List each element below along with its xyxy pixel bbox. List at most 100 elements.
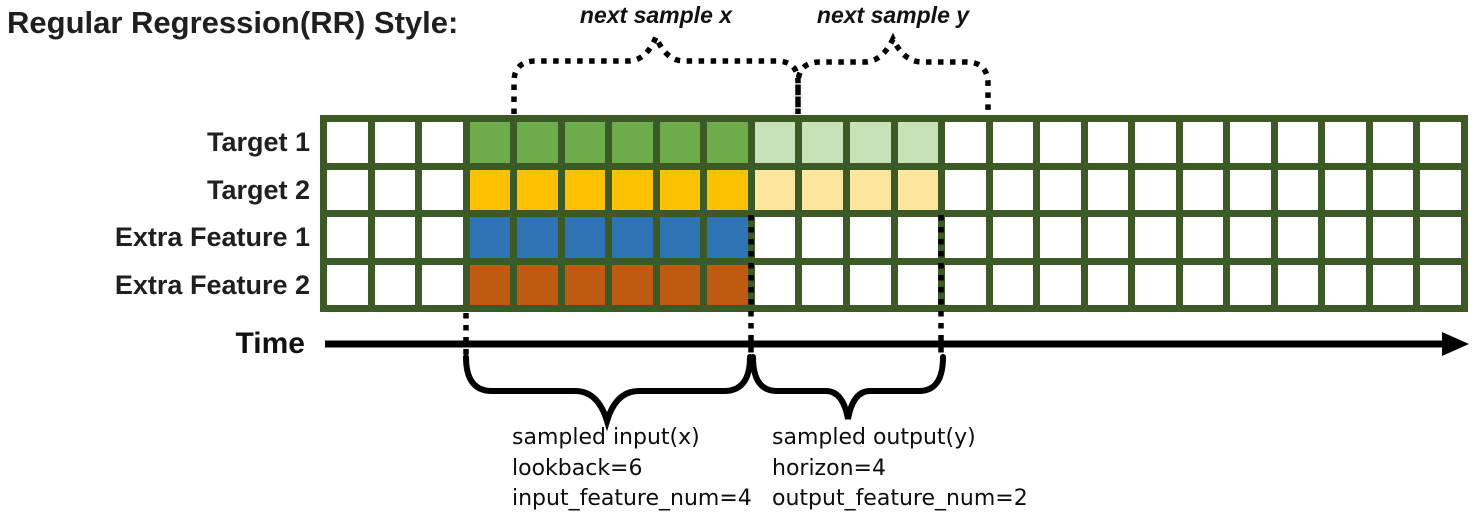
grid-cell — [802, 169, 843, 210]
grid-cell — [754, 264, 796, 305]
grid-cell — [1277, 122, 1319, 163]
grid-cell — [327, 169, 368, 210]
grid-cell — [1135, 169, 1176, 210]
grid-cell — [897, 264, 939, 305]
grid-cell — [659, 217, 701, 258]
grid-cell — [1040, 217, 1081, 258]
next-sample-x-brace — [511, 29, 801, 114]
grid-cell — [897, 169, 939, 210]
grid-cell — [1040, 264, 1081, 305]
grid-cell — [1325, 169, 1366, 210]
grid-cell — [1135, 122, 1176, 163]
grid-cell — [1420, 217, 1461, 258]
grid-cell — [327, 217, 368, 258]
grid-cell — [1087, 122, 1129, 163]
grid-cell — [849, 169, 891, 210]
grid-cell — [1420, 169, 1461, 210]
grid-cell — [897, 217, 939, 258]
grid-cell — [374, 122, 416, 163]
grid-cell — [802, 264, 843, 305]
grid-cell — [1277, 264, 1319, 305]
grid-cell — [1372, 122, 1414, 163]
row-label-target-1: Target 1 — [206, 127, 310, 157]
grid-cell — [1087, 264, 1129, 305]
grid-cell — [945, 217, 986, 258]
grid-cell — [1087, 217, 1129, 258]
sampled-input-brace — [463, 354, 753, 432]
grid-cell — [564, 217, 606, 258]
time-axis-label: Time — [235, 327, 305, 360]
grid-cell — [374, 217, 416, 258]
row-label-extra-feature-2: Extra Feature 2 — [114, 270, 310, 300]
grid-cell — [517, 264, 558, 305]
grid-cell — [707, 217, 748, 258]
next-sample-x-label: next sample x — [579, 2, 733, 28]
grid-cell — [992, 217, 1034, 258]
grid-cell — [327, 122, 368, 163]
grid-cell — [1135, 217, 1176, 258]
grid-cell — [374, 169, 416, 210]
grid-cell — [612, 169, 653, 210]
grid-cell — [517, 217, 558, 258]
grid-cell — [1087, 169, 1129, 210]
grid-cell — [849, 264, 891, 305]
grid-cell — [992, 122, 1034, 163]
grid-cell — [422, 169, 463, 210]
grid-cell — [1182, 122, 1224, 163]
horizon-value: horizon=4 — [772, 455, 886, 481]
grid-cell — [612, 264, 653, 305]
lookback-value: lookback=6 — [512, 455, 643, 481]
grid-cell — [469, 217, 511, 258]
grid-cell — [469, 169, 511, 210]
row-label-extra-feature-1: Extra Feature 1 — [114, 222, 310, 252]
grid-cell — [659, 264, 701, 305]
grid-cell — [897, 122, 939, 163]
grid-cell — [1040, 169, 1081, 210]
grid-cell — [564, 264, 606, 305]
grid-cell — [659, 169, 701, 210]
grid-cell — [754, 122, 796, 163]
grid-cell — [849, 122, 891, 163]
grid-cell — [1182, 217, 1224, 258]
grid-cell — [659, 122, 701, 163]
sampled-output-title: sampled output(y) — [772, 425, 976, 450]
grid-cell — [1325, 264, 1366, 305]
grid-cell — [707, 122, 748, 163]
grid-cell — [612, 217, 653, 258]
grid-cell — [945, 122, 986, 163]
grid-cell — [1040, 122, 1081, 163]
grid-cell — [422, 122, 463, 163]
grid-cell — [1372, 217, 1414, 258]
grid-cell — [1372, 169, 1414, 210]
grid-cell — [1230, 264, 1271, 305]
grid-cell — [1230, 122, 1271, 163]
diagram-title: Regular Regression(RR) Style: — [7, 5, 459, 40]
grid-cell — [374, 264, 416, 305]
grid-cell — [802, 217, 843, 258]
time-axis-arrowhead-icon — [1442, 332, 1469, 356]
grid-cell — [422, 217, 463, 258]
grid-cell — [1325, 217, 1366, 258]
grid-cell — [992, 264, 1034, 305]
grid-cell — [1135, 264, 1176, 305]
grid-cell — [1325, 122, 1366, 163]
row-label-target-2: Target 2 — [206, 175, 310, 205]
grid-cell — [469, 122, 511, 163]
grid-cell — [1182, 169, 1224, 210]
timeseries-grid — [320, 115, 1468, 312]
grid-cell — [1372, 264, 1414, 305]
grid-cell — [564, 169, 606, 210]
next-sample-y-brace — [795, 32, 991, 114]
grid-cell — [754, 217, 796, 258]
grid-cell — [945, 169, 986, 210]
sampled-output-annotation: sampled output(y) horizon=4 output_featu… — [772, 423, 1028, 515]
grid-cell — [707, 169, 748, 210]
grid-cell — [1277, 169, 1319, 210]
grid-cell — [469, 264, 511, 305]
grid-cell — [992, 169, 1034, 210]
grid-cell — [945, 264, 986, 305]
grid-cell — [327, 264, 368, 305]
sampled-input-annotation: sampled input(x) lookback=6 input_featur… — [512, 423, 752, 515]
grid-cell — [802, 122, 843, 163]
